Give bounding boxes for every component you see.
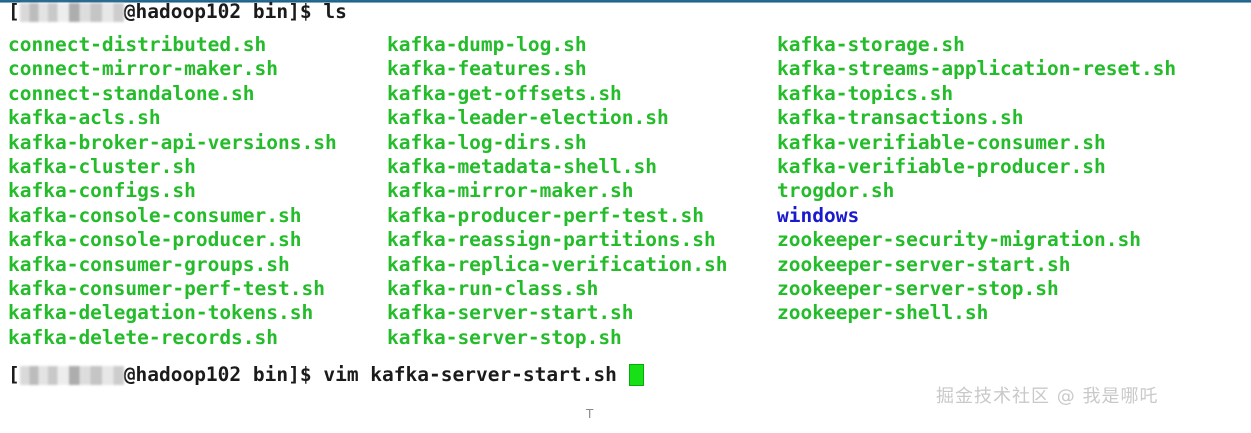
prompt-host-path: @hadoop102 bin]$	[123, 363, 324, 386]
list-item[interactable]: kafka-features.sh	[387, 57, 587, 81]
list-item[interactable]: kafka-topics.sh	[777, 81, 954, 105]
prompt-line-bottom[interactable]: [ @hadoop102 bin]$ vim kafka-server-start…	[8, 363, 644, 387]
list-item[interactable]: kafka-transactions.sh	[777, 106, 1024, 130]
list-item[interactable]: kafka-console-producer.sh	[8, 228, 302, 252]
list-item[interactable]: connect-distributed.sh	[8, 33, 267, 56]
list-item[interactable]: kafka-acls.sh	[8, 106, 161, 130]
list-item[interactable]: kafka-console-consumer.sh	[8, 203, 302, 227]
list-item[interactable]: kafka-leader-election.sh	[387, 106, 669, 130]
list-item[interactable]: kafka-get-offsets.sh	[387, 81, 622, 105]
list-item[interactable]: kafka-log-dirs.sh	[387, 130, 587, 154]
list-item[interactable]: connect-standalone.sh	[8, 81, 255, 105]
listing-column-2: kafka-dump-log.sh kafka-features.sh kafk…	[387, 33, 727, 350]
list-item[interactable]: kafka-cluster.sh	[8, 154, 196, 178]
list-item[interactable]: zookeeper-server-stop.sh	[777, 276, 1059, 300]
prompt-open-bracket: [	[8, 0, 20, 23]
list-item[interactable]: kafka-replica-verification.sh	[387, 252, 728, 276]
list-item[interactable]: kafka-run-class.sh	[387, 276, 599, 300]
text-cursor	[628, 364, 644, 386]
list-item[interactable]: kafka-storage.sh	[777, 33, 965, 56]
list-item[interactable]: kafka-producer-perf-test.sh	[387, 203, 704, 227]
list-item[interactable]: kafka-broker-api-versions.sh	[8, 130, 337, 154]
redacted-username	[19, 366, 124, 385]
list-item[interactable]: kafka-dump-log.sh	[387, 33, 587, 56]
window-titlebar-strip	[0, 0, 1251, 3]
stray-glyph-artifact: T	[586, 407, 594, 421]
list-item[interactable]: kafka-delete-records.sh	[8, 325, 279, 349]
watermark: 掘金技术社区 @ 我是哪吒	[936, 386, 1159, 407]
list-item[interactable]: trogdor.sh	[777, 179, 895, 203]
list-item[interactable]: zookeeper-shell.sh	[777, 301, 989, 325]
list-item[interactable]: zookeeper-server-start.sh	[777, 252, 1071, 276]
prompt-open-bracket: [	[8, 363, 20, 386]
list-item[interactable]: kafka-reassign-partitions.sh	[387, 228, 716, 252]
list-item[interactable]: kafka-streams-application-reset.sh	[777, 57, 1177, 81]
list-item[interactable]: kafka-consumer-groups.sh	[8, 252, 290, 276]
redacted-username	[19, 3, 124, 22]
list-item[interactable]: kafka-consumer-perf-test.sh	[8, 276, 325, 300]
prompt-line-top: [ @hadoop102 bin]$ ls	[8, 0, 347, 24]
list-item[interactable]: connect-mirror-maker.sh	[8, 57, 279, 81]
command-vim: vim kafka-server-start.sh	[323, 363, 629, 386]
list-item[interactable]: zookeeper-security-migration.sh	[777, 228, 1141, 252]
listing-column-1: connect-distributed.sh connect-mirror-ma…	[8, 33, 337, 350]
command-ls: ls	[323, 0, 347, 23]
list-item[interactable]: kafka-verifiable-producer.sh	[777, 154, 1106, 178]
listing-column-3: kafka-storage.sh kafka-streams-applicati…	[777, 33, 1176, 326]
prompt-host-path: @hadoop102 bin]$	[123, 0, 324, 23]
list-item[interactable]: kafka-metadata-shell.sh	[387, 154, 658, 178]
list-item[interactable]: kafka-server-stop.sh	[387, 325, 622, 349]
list-item[interactable]: kafka-delegation-tokens.sh	[8, 301, 314, 325]
list-item[interactable]: kafka-server-start.sh	[387, 301, 634, 325]
list-item[interactable]: kafka-verifiable-consumer.sh	[777, 130, 1106, 154]
list-item[interactable]: kafka-configs.sh	[8, 179, 196, 203]
list-item[interactable]: kafka-mirror-maker.sh	[387, 179, 634, 203]
list-item-directory-windows[interactable]: windows	[777, 203, 860, 227]
